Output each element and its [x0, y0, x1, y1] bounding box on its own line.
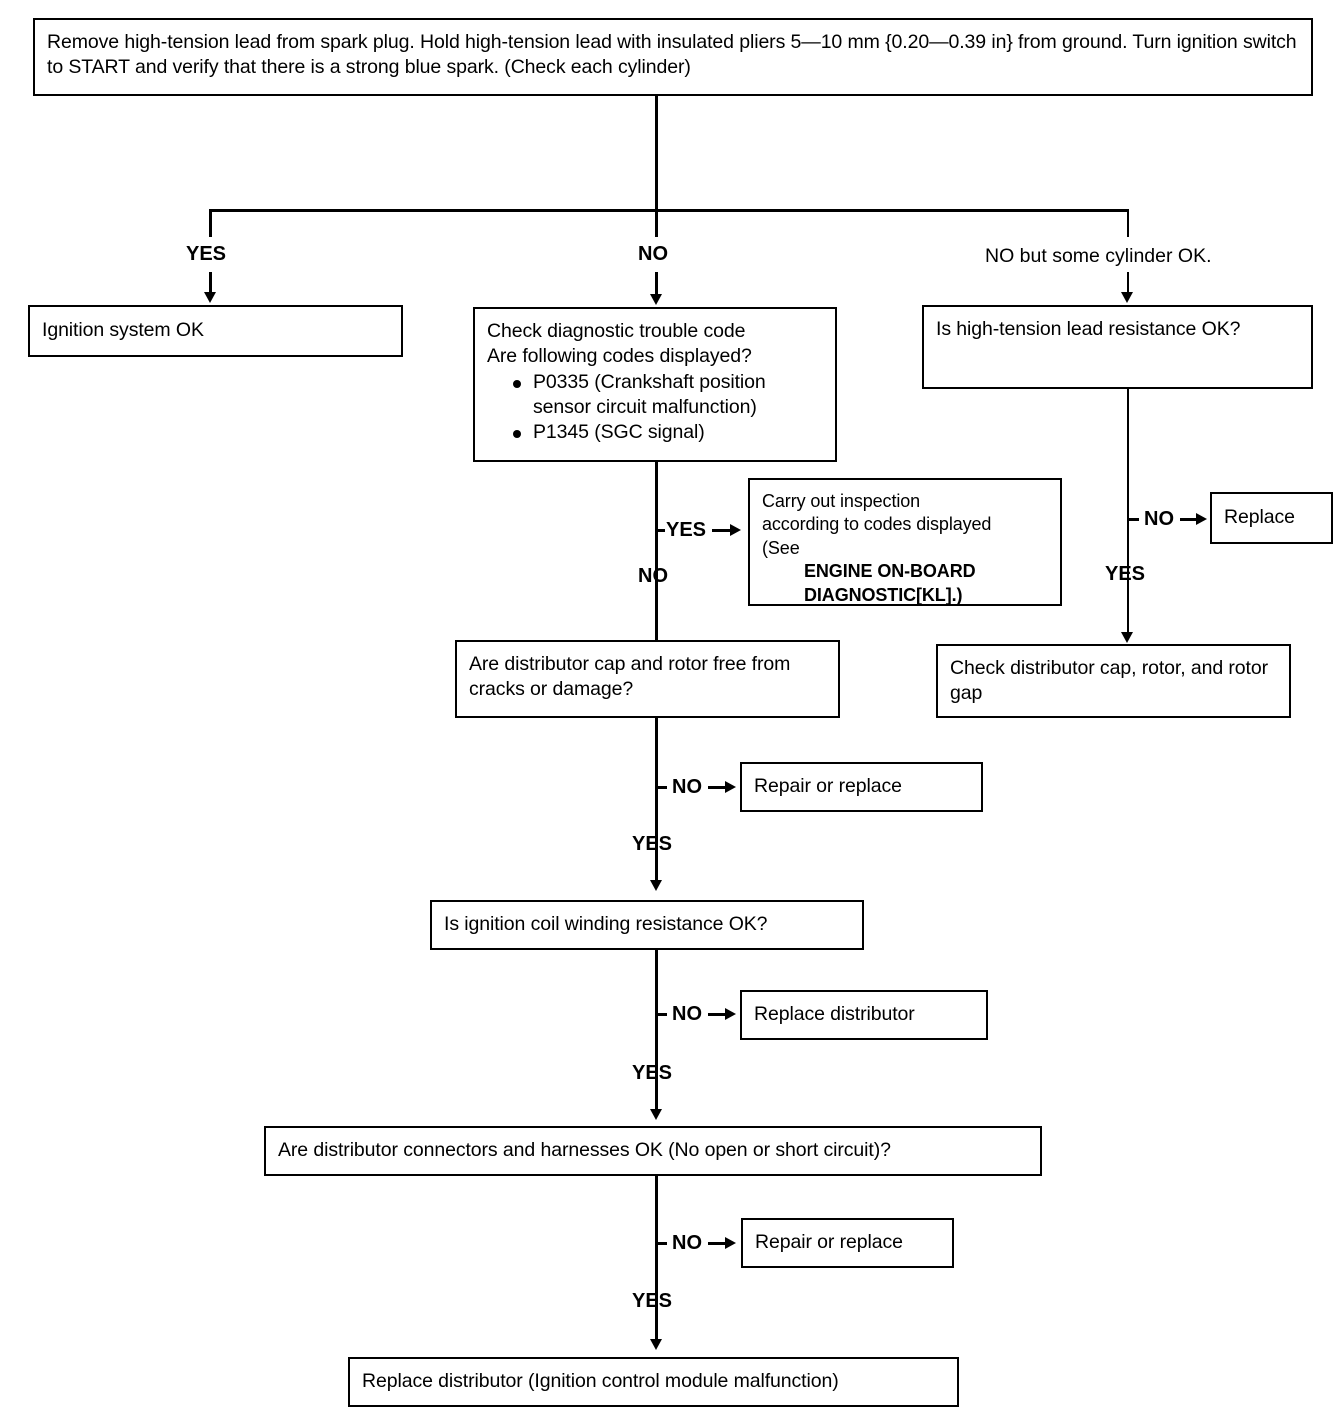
arrow-lead-yes-to-check-cap — [1121, 632, 1133, 643]
branch-label-dtc-yes: YES — [666, 519, 707, 541]
check-dtc-code-list: P0335 (Crankshaft position sensor circui… — [487, 370, 823, 446]
cap-rotor-cracks-text: Are distributor cap and rotor free from … — [469, 653, 791, 701]
connector-left-to-ok — [209, 272, 212, 296]
coil-winding-text: Is ignition coil winding resistance OK? — [444, 913, 768, 936]
node-connectors-harnesses: Are distributor connectors and harnesses… — [264, 1126, 1042, 1176]
arrow-cap-no — [725, 780, 736, 793]
arrow-left-to-ok — [203, 292, 216, 303]
connector-branch-left-down — [209, 209, 212, 237]
node-replace-distributor-1: Replace distributor — [740, 990, 988, 1040]
start-instruction-text: Remove high-tension lead from spark plug… — [47, 31, 1297, 79]
connector-dtc-yes-tick — [655, 529, 665, 532]
connector-lead-down — [1126, 389, 1129, 638]
connector-coil-no-tick — [655, 1013, 667, 1016]
connector-coil-yes-down — [655, 1091, 658, 1113]
arrow-center-to-dtc — [649, 294, 662, 305]
branch-label-harness-no: NO — [672, 1232, 702, 1254]
replace-distributor-1-text: Replace distributor — [754, 1003, 915, 1026]
connector-coil-no-line — [708, 1013, 728, 1016]
node-coil-winding-resistance: Is ignition coil winding resistance OK? — [430, 900, 864, 950]
connector-branch-right-down — [1126, 209, 1129, 237]
branch-label-cap-no: NO — [672, 776, 702, 798]
connector-harness-no-tick — [655, 1242, 667, 1245]
branch-label-lead-no: NO — [1144, 508, 1174, 530]
branch-label-lead-yes: YES — [1105, 563, 1146, 585]
connector-cap-no-line — [708, 786, 728, 789]
ignition-system-ok-text: Ignition system OK — [42, 319, 204, 342]
connector-harness-down — [655, 1176, 658, 1323]
list-item: P0335 (Crankshaft position sensor circui… — [513, 370, 823, 421]
carry-out-line4: ENGINE ON-BOARD — [804, 561, 976, 582]
connector-harness-no-line — [708, 1242, 728, 1245]
connectors-harnesses-text: Are distributor connectors and harnesses… — [278, 1139, 891, 1162]
branch-label-dtc-no: NO — [638, 565, 668, 587]
repair-or-replace-1-text: Repair or replace — [754, 775, 902, 798]
arrow-harness-yes-to-final — [649, 1339, 662, 1350]
connector-dtc-down — [655, 462, 658, 647]
carry-out-line3: (See — [762, 537, 800, 558]
node-cap-rotor-cracks: Are distributor cap and rotor free from … — [455, 640, 840, 718]
connector-dtc-yes-line — [712, 529, 734, 532]
connector-right-to-lead — [1126, 272, 1129, 296]
arrow-cap-yes-to-coil — [649, 880, 662, 891]
branch-label-coil-yes: YES — [632, 1062, 673, 1084]
connector-coil-down — [655, 950, 658, 1095]
node-start-instruction: Remove high-tension lead from spark plug… — [33, 18, 1313, 96]
lead-resistance-text: Is high-tension lead resistance OK? — [936, 318, 1241, 340]
node-replace-distributor-final: Replace distributor (Ignition control mo… — [348, 1357, 959, 1407]
branch-label-no-center: NO — [638, 243, 668, 265]
replace-lead-text: Replace — [1224, 506, 1295, 529]
node-replace-lead: Replace — [1210, 492, 1333, 544]
connector-lead-no-line — [1180, 518, 1199, 521]
node-check-dtc: Check diagnostic trouble code Are follow… — [473, 307, 837, 462]
node-repair-or-replace-2: Repair or replace — [741, 1218, 954, 1268]
node-repair-or-replace-1: Repair or replace — [740, 762, 983, 812]
check-cap-rotor-gap-text: Check distributor cap, rotor, and rotor … — [950, 657, 1269, 705]
arrow-lead-no — [1196, 512, 1207, 525]
connector-lead-no-tick — [1126, 518, 1139, 521]
arrow-harness-no — [725, 1236, 736, 1249]
carry-out-line5: DIAGNOSTIC[KL].) — [804, 584, 963, 605]
node-lead-resistance-ok: Is high-tension lead resistance OK? — [922, 305, 1313, 389]
repair-or-replace-2-text: Repair or replace — [755, 1231, 903, 1254]
arrow-coil-no — [725, 1007, 736, 1020]
list-item: P1345 (SGC signal) — [513, 420, 823, 445]
connector-start-stem — [655, 96, 658, 211]
connector-center-to-dtc — [655, 272, 658, 298]
connector-cap-yes-down — [655, 862, 658, 884]
branch-label-cap-yes: YES — [632, 833, 673, 855]
branch-label-yes-left: YES — [186, 243, 227, 265]
connector-branch-bar — [209, 209, 1129, 212]
branch-label-harness-yes: YES — [632, 1290, 673, 1312]
carry-out-line1: Carry out inspection — [762, 491, 921, 511]
replace-distributor-final-text: Replace distributor (Ignition control mo… — [362, 1370, 839, 1393]
node-ignition-system-ok: Ignition system OK — [28, 305, 403, 357]
arrow-right-to-lead — [1121, 292, 1133, 303]
connector-branch-center-down — [655, 209, 658, 237]
arrow-coil-yes-to-harness — [649, 1109, 662, 1120]
carry-out-line2: according to codes displayed — [762, 514, 992, 535]
branch-label-coil-no: NO — [672, 1003, 702, 1025]
check-dtc-line1: Check diagnostic trouble code — [487, 320, 746, 342]
check-dtc-line2: Are following codes displayed? — [487, 345, 752, 368]
connector-cap-down — [655, 718, 658, 865]
branch-label-no-some-cylinder: NO but some cylinder OK. — [985, 245, 1212, 267]
connector-cap-no-tick — [655, 786, 667, 789]
connector-harness-yes-down — [655, 1319, 658, 1343]
arrow-dtc-yes — [730, 523, 741, 536]
node-check-cap-rotor-gap: Check distributor cap, rotor, and rotor … — [936, 644, 1291, 718]
node-carry-out-inspection: Carry out inspection according to codes … — [748, 478, 1062, 606]
